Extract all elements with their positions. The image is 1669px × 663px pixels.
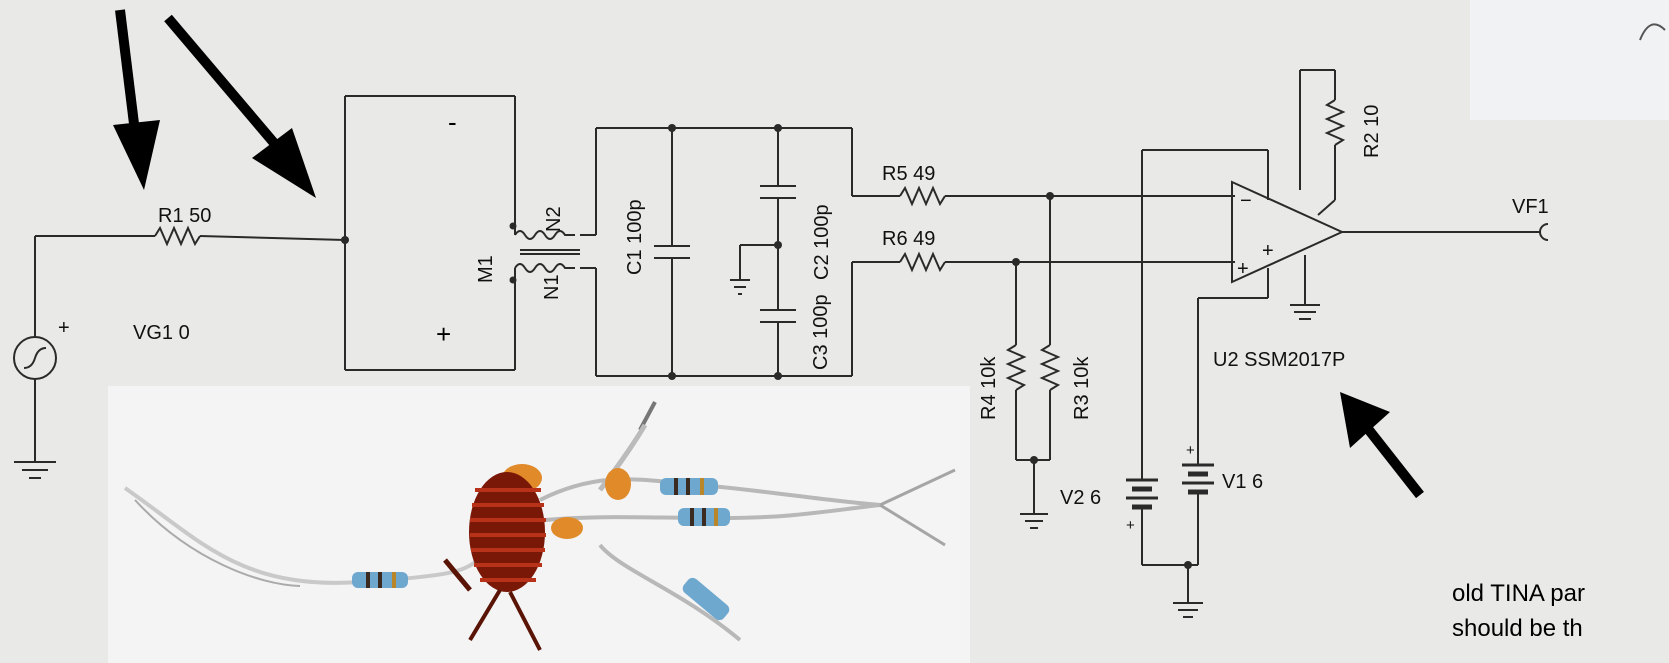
opamp-u2: − + + bbox=[1141, 149, 1540, 480]
annotation-line-1: old TINA par bbox=[1452, 580, 1585, 607]
resistor-r5 bbox=[852, 185, 1235, 207]
transformer-m1 bbox=[341, 95, 596, 371]
svg-text:R3 10k: R3 10k bbox=[1071, 356, 1093, 420]
r2-value: 10 bbox=[1361, 105, 1383, 127]
svg-text:+: + bbox=[1126, 517, 1135, 534]
m1-ref: M1 bbox=[475, 255, 497, 283]
v1-ref: V1 bbox=[1222, 471, 1246, 493]
svg-text:+: + bbox=[1186, 442, 1195, 459]
n2-ref: N2 bbox=[543, 206, 565, 232]
battery-v1: + bbox=[1182, 442, 1214, 565]
circuit-photo bbox=[108, 386, 970, 663]
c2-label: C2 100p bbox=[811, 204, 833, 280]
r3-value: 10k bbox=[1071, 356, 1093, 389]
svg-text:V1 6: V1 6 bbox=[1222, 471, 1263, 493]
v2-ref: V2 bbox=[1060, 487, 1084, 509]
resistor-r1 bbox=[35, 225, 346, 247]
u2-value: SSM2017P bbox=[1244, 349, 1345, 371]
svg-text:+: + bbox=[1262, 240, 1274, 262]
u2-ref: U2 bbox=[1213, 349, 1239, 371]
resistor-r4 bbox=[1005, 258, 1027, 460]
v2-value: 6 bbox=[1090, 487, 1101, 509]
svg-text:R2 10: R2 10 bbox=[1361, 105, 1383, 158]
c2-value: 100p bbox=[811, 204, 833, 249]
r4-ref: R4 bbox=[978, 394, 1000, 420]
c3-label: C3 100p bbox=[810, 294, 832, 370]
ground-batteries bbox=[1142, 561, 1203, 618]
annotation-line-2: should be th bbox=[1452, 615, 1583, 642]
source-vg1: + bbox=[13, 236, 70, 479]
vf1-ref: VF1 bbox=[1512, 196, 1549, 218]
pointer-arrow-1 bbox=[113, 9, 160, 190]
r2-ref: R2 bbox=[1361, 132, 1383, 158]
c3-value: 100p bbox=[810, 294, 832, 339]
svg-text:VG1 0: VG1 0 bbox=[133, 322, 190, 344]
svg-text:+: + bbox=[1237, 258, 1249, 280]
r5-ref: R5 bbox=[882, 163, 908, 185]
battery-v2: + bbox=[1126, 478, 1158, 565]
r1-value: 50 bbox=[189, 205, 211, 227]
c2-ref: C2 bbox=[811, 254, 833, 280]
r5-value: 49 bbox=[913, 163, 935, 185]
svg-text:R5 49: R5 49 bbox=[882, 163, 935, 185]
vg1-ref: VG1 bbox=[133, 322, 173, 344]
v1-value: 6 bbox=[1252, 471, 1263, 493]
r4-value: 10k bbox=[978, 356, 1000, 389]
r6-value: 49 bbox=[913, 228, 935, 250]
resistor-r3 bbox=[1039, 192, 1061, 460]
resistor-r2 bbox=[1299, 69, 1346, 216]
vg1-value: 0 bbox=[179, 322, 190, 344]
pointer-arrow-2 bbox=[164, 14, 316, 198]
pointer-arrow-3 bbox=[1340, 392, 1424, 499]
output-vf1 bbox=[1539, 223, 1549, 241]
svg-text:−: − bbox=[1240, 190, 1252, 212]
polarity-minus: - bbox=[448, 107, 457, 137]
c1-label: C1 100p bbox=[624, 199, 646, 275]
svg-text:V2 6: V2 6 bbox=[1060, 487, 1101, 509]
svg-text:R6 49: R6 49 bbox=[882, 228, 935, 250]
c1-ref: C1 bbox=[624, 249, 646, 275]
r6-ref: R6 bbox=[882, 228, 908, 250]
svg-text:R4 10k: R4 10k bbox=[978, 356, 1000, 420]
capacitor-network bbox=[595, 124, 853, 380]
r3-ref: R3 bbox=[1071, 394, 1093, 420]
handwriting-mark bbox=[1639, 23, 1666, 41]
r1-ref: R1 bbox=[158, 205, 184, 227]
svg-text:+: + bbox=[58, 317, 70, 339]
c3-ref: C3 bbox=[810, 344, 832, 370]
n1-ref: N1 bbox=[541, 274, 563, 300]
ground-r3-r4 bbox=[1016, 456, 1050, 529]
svg-text:R1 50: R1 50 bbox=[158, 205, 211, 227]
resistor-r6 bbox=[852, 251, 1235, 273]
c1-value: 100p bbox=[624, 199, 646, 244]
polarity-plus: + bbox=[436, 319, 451, 349]
svg-text:U2 SSM2017P: U2 SSM2017P bbox=[1213, 349, 1345, 371]
